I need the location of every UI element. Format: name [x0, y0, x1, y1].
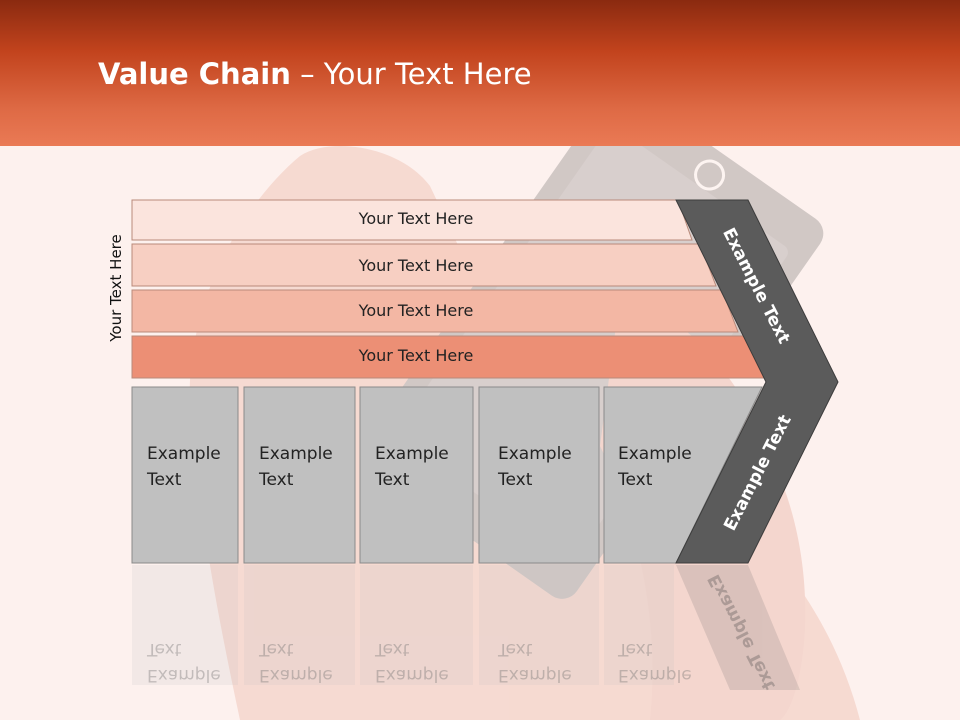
box-2-line1: Example — [259, 444, 333, 464]
slide-title: Value Chain – Your Text Here — [98, 56, 532, 92]
row-band-1 — [131, 199, 693, 241]
box-text-1: Example Text — [133, 387, 237, 563]
box-3-line1: Example — [375, 444, 449, 464]
reflection-group — [132, 565, 800, 690]
box-4 — [478, 386, 600, 564]
row-text-1: Your Text Here — [358, 209, 474, 228]
row-text-4: Your Text Here — [358, 346, 474, 365]
box-3-line2: Text — [375, 470, 410, 490]
row-band-2 — [131, 243, 717, 287]
box-text-2: Example Text — [245, 387, 354, 563]
row-text-2: Your Text Here — [358, 256, 474, 275]
header-band: Value Chain – Your Text Here — [0, 0, 960, 146]
row-band-3 — [131, 289, 739, 333]
box-text-5: Example Text — [604, 387, 704, 563]
chevron-arrow — [675, 199, 839, 564]
box-5-line1: Example — [618, 444, 692, 464]
box-text-4: Example Text — [484, 387, 598, 563]
row-text-3: Your Text Here — [358, 301, 474, 320]
box-5-line2: Text — [618, 470, 653, 490]
box-4-line2: Text — [498, 470, 533, 490]
box-2-line2: Text — [259, 470, 294, 490]
box-text-3: Example Text — [361, 387, 472, 563]
box-1 — [131, 386, 239, 564]
box-2 — [243, 386, 356, 564]
box-4-line1: Example — [498, 444, 572, 464]
box-1-line2: Text — [147, 470, 182, 490]
title-bold: Value Chain — [98, 57, 291, 91]
box-1-line1: Example — [147, 444, 221, 464]
box-3 — [359, 386, 474, 564]
title-rest: – Your Text Here — [290, 57, 532, 91]
